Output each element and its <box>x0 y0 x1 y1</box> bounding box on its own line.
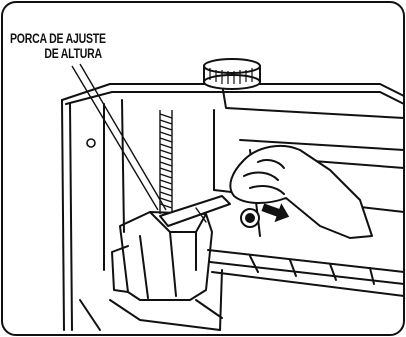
callout-line-2: DE ALTURA <box>44 46 102 61</box>
rotation-arrow-icon <box>261 203 290 223</box>
callout-leader <box>71 63 167 211</box>
threaded-rod <box>159 110 173 214</box>
adjustment-knob <box>203 58 261 90</box>
screw-icon <box>86 138 96 148</box>
callout-line-1: PORCA DE AJUSTE <box>10 31 106 46</box>
printer-body <box>61 83 405 331</box>
hand-with-wrench <box>159 144 373 239</box>
callout-label: PORCA DE AJUSTE DE ALTURA <box>10 31 106 61</box>
